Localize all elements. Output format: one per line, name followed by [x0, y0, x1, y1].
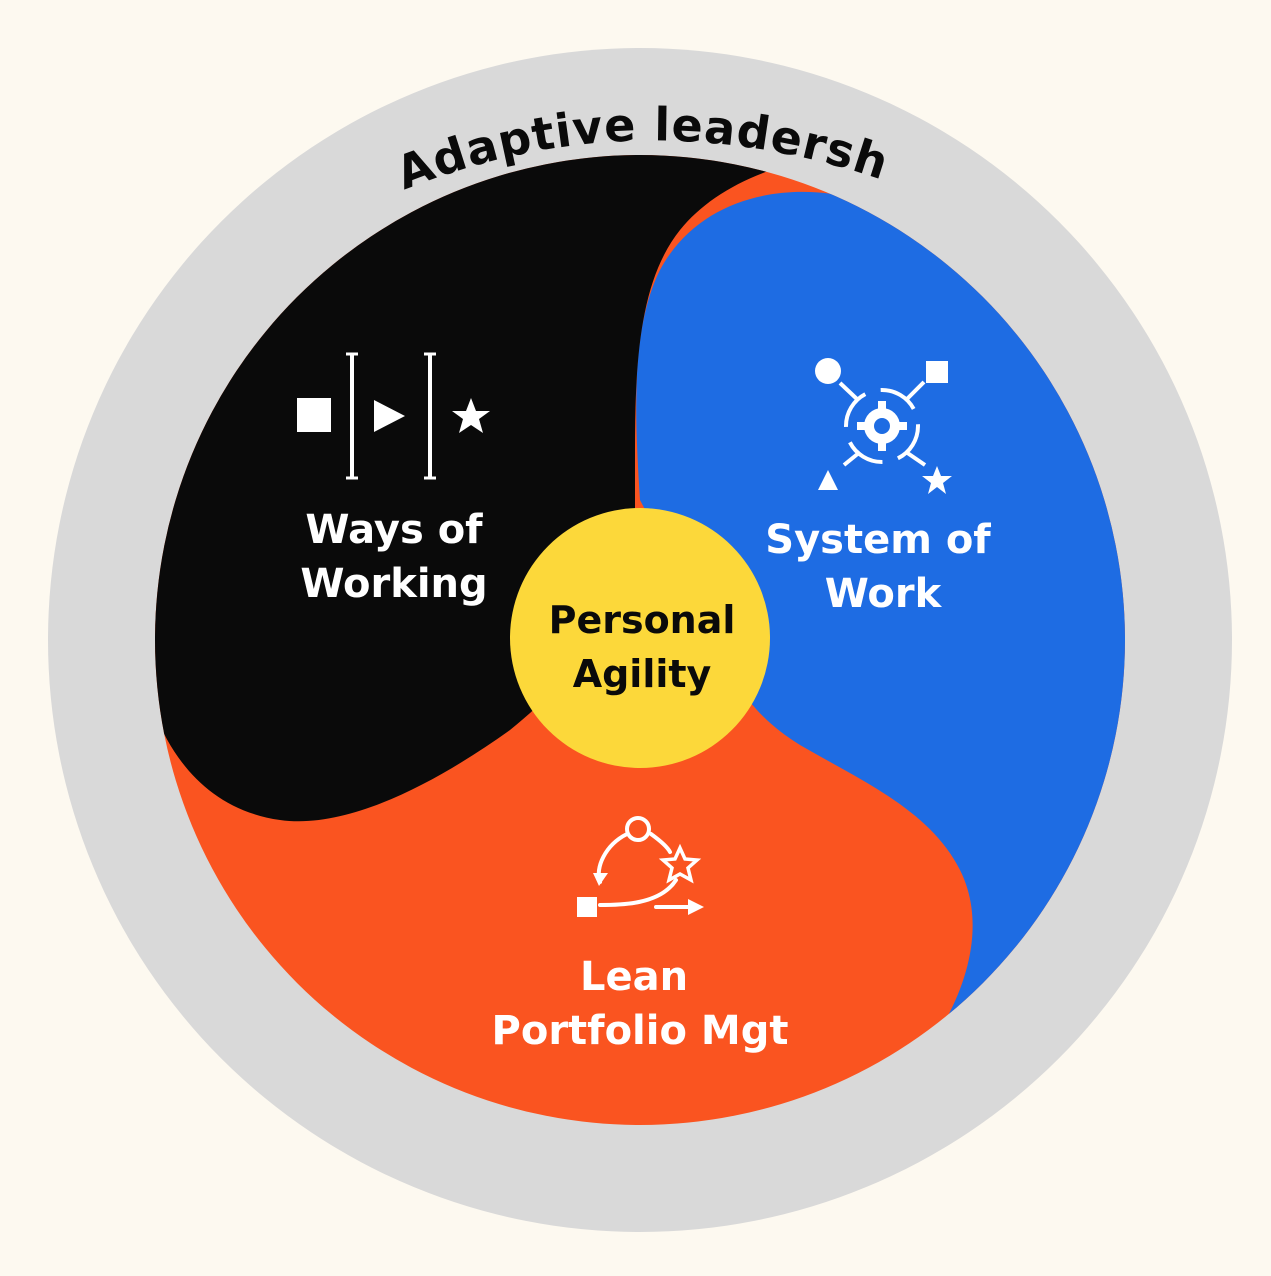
- ways-of-working-label-line1: Ways of: [305, 507, 483, 553]
- system-of-work-label-line1: System of: [765, 517, 991, 563]
- lean-portfolio-label-line2: Portfolio Mgt: [492, 1008, 789, 1054]
- segments-group: [150, 150, 1130, 1125]
- square-play-star-icon: [297, 352, 490, 480]
- system-of-work-segment[interactable]: [636, 191, 1130, 1030]
- gear-network-icon: [815, 358, 952, 494]
- personal-agility-circle[interactable]: [510, 508, 770, 768]
- cycle-flow-icon: [577, 816, 704, 917]
- personal-agility-label-line2: Agility: [573, 652, 712, 696]
- system-of-work-label-line2: Work: [825, 571, 943, 617]
- lean-portfolio-label-line1: Lean: [580, 954, 688, 1000]
- personal-agility-label-line1: Personal: [549, 598, 736, 642]
- ways-of-working-label-line2: Working: [300, 561, 487, 607]
- ways-of-working-segment[interactable]: [150, 150, 900, 822]
